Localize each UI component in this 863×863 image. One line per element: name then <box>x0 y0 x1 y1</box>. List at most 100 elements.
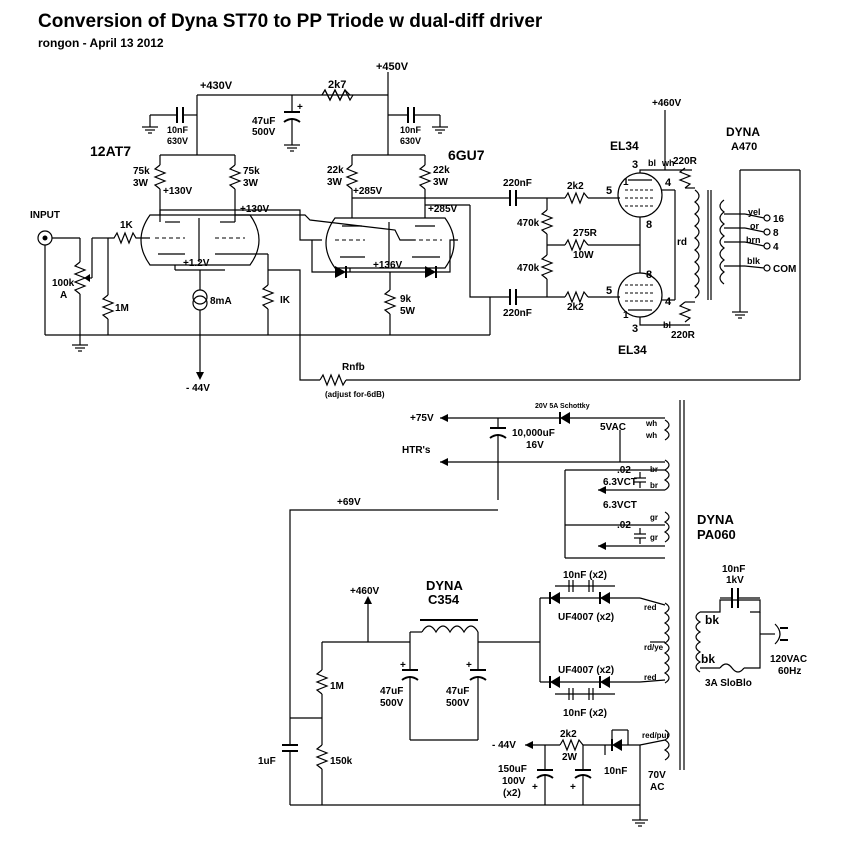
el34b-pin3: 3 <box>632 323 638 335</box>
grid-resistor-1k <box>245 253 275 335</box>
r2w: 2W <box>562 752 578 763</box>
fuse-label: 3A SloBlo <box>705 678 752 689</box>
el34a-pin4: 4 <box>665 177 672 189</box>
wire-bl-a: bl <box>648 158 656 168</box>
r1k-grid: 1K <box>120 220 134 231</box>
resistor-2k7-label: 2k7 <box>328 79 346 91</box>
tap-brn: brn <box>746 235 761 245</box>
el34b-pin4: 4 <box>665 296 672 308</box>
coupling-network <box>352 190 641 305</box>
el34-bottom <box>617 268 675 326</box>
cap-47uf-b: 47uF <box>446 686 469 697</box>
r75k-left: 75k <box>133 166 150 177</box>
vct-63-b: 6.3VCT <box>603 500 637 511</box>
r2k2-a: 2k2 <box>567 181 584 192</box>
r1m-ps: 1M <box>330 681 344 692</box>
cap-220nf-b: 220nF <box>503 308 532 319</box>
wire-rd-a: rd <box>677 237 687 248</box>
r220-a: 220R <box>673 156 698 167</box>
voltage-neg44-bottom: - 44V <box>492 740 516 751</box>
r1k-feedback: IK <box>280 295 291 306</box>
pot-100k: 100k <box>52 278 75 289</box>
cap-1uf: 1uF <box>258 756 276 767</box>
voltage-136: +136V <box>373 260 403 271</box>
tap-yel: yel <box>748 207 761 217</box>
vac-5: 5VAC <box>600 422 626 433</box>
voltage-430: +430V <box>200 80 233 92</box>
cap-10000uf: 10,000uF <box>512 428 555 439</box>
mains-freq: 60Hz <box>778 666 801 677</box>
cap-x2: (x2) <box>503 788 521 799</box>
6gu7-cathode-diodes <box>311 239 458 335</box>
el34a-pin3: 3 <box>632 159 638 171</box>
cap-47uf-a: 47uF <box>380 686 403 697</box>
r3w-left: 3W <box>133 178 149 189</box>
cap-47uf-top-label: 47uF <box>252 116 275 127</box>
el34b-pin8: 8 <box>646 269 652 281</box>
el34a-pin1: 1 <box>623 177 629 188</box>
bias-divider <box>282 509 640 806</box>
cap-100v: 100V <box>502 776 526 787</box>
el34-top <box>617 169 675 225</box>
wire-bk-b: bk <box>701 652 715 666</box>
wire-wh-c: wh <box>645 431 657 440</box>
r2k2-c: 2k2 <box>560 729 577 740</box>
r75k-right: 75k <box>243 166 260 177</box>
cap-47uf-top <box>283 111 301 152</box>
mains-input <box>700 588 788 673</box>
voltage-ac: AC <box>650 782 664 793</box>
r10w: 10W <box>573 250 594 261</box>
schottky-label: 20V 5A Schottky <box>535 403 590 410</box>
r3w-right: 3W <box>243 178 259 189</box>
plus-150a: + <box>532 782 538 793</box>
power-transformer <box>663 400 702 770</box>
voltage-285-a: +285V <box>353 186 383 197</box>
plus-47uf: + <box>297 102 303 113</box>
heater-windings <box>564 469 665 559</box>
cap-220nf-a: 220nF <box>503 178 532 189</box>
cap-150uf: 150uF <box>498 764 527 775</box>
feedback-loop <box>268 269 800 387</box>
mains-voltage: 120VAC <box>770 654 807 665</box>
plus-cap-a: + <box>400 660 406 671</box>
dyna-c354-model: C354 <box>428 592 460 607</box>
voltage-450: +450V <box>376 61 409 73</box>
voltage-460-a: +460V <box>652 98 682 109</box>
wire-red-a: red <box>644 603 657 612</box>
cap-16v: 16V <box>526 440 544 451</box>
r470k-b: 470k <box>517 263 540 274</box>
r3w-c: 3W <box>327 177 343 188</box>
hv-filter <box>322 596 540 741</box>
cap-02-b: .02 <box>617 520 631 531</box>
wire-rdye: rd/ye <box>644 643 664 652</box>
cap-02-a: .02 <box>617 465 631 476</box>
tap-8: 8 <box>773 228 779 239</box>
cap-10nf-x2-bottom: 10nF (x2) <box>563 708 607 719</box>
el34b-pin5: 5 <box>606 285 612 297</box>
tube-6gu7-label: 6GU7 <box>448 147 485 163</box>
diagram-subtitle: rongon - April 13 2012 <box>38 36 164 50</box>
wire-bk-a: bk <box>705 613 719 627</box>
plate-resistors-6gu7 <box>345 154 432 218</box>
cathode-ccs <box>174 265 225 380</box>
wire-gr-a: gr <box>650 513 658 522</box>
uf4007-top: UF4007 (x2) <box>558 612 614 623</box>
input-label: INPUT <box>30 210 60 221</box>
cap-500v-b: 500V <box>446 698 470 709</box>
rnfb-label: Rnfb <box>342 362 365 373</box>
tube-6gu7 <box>325 217 455 269</box>
output-transformer <box>665 167 801 380</box>
plate-resistors-12at7 <box>153 154 242 215</box>
volume-pot <box>73 237 108 335</box>
bias-supply <box>525 729 666 827</box>
tap-blk: blk <box>747 256 761 266</box>
hv-rectifiers <box>539 580 666 700</box>
bypass-cap-right <box>388 107 448 134</box>
vct-63-a: 6.3VCT <box>603 477 637 488</box>
r2k2-b: 2k2 <box>567 302 584 313</box>
r1m-input: 1M <box>115 303 129 314</box>
diagram-title: Conversion of Dyna ST70 to PP Triode w d… <box>38 11 543 32</box>
tube-12at7 <box>140 214 260 266</box>
wire-redpur: red/pur <box>642 731 670 740</box>
